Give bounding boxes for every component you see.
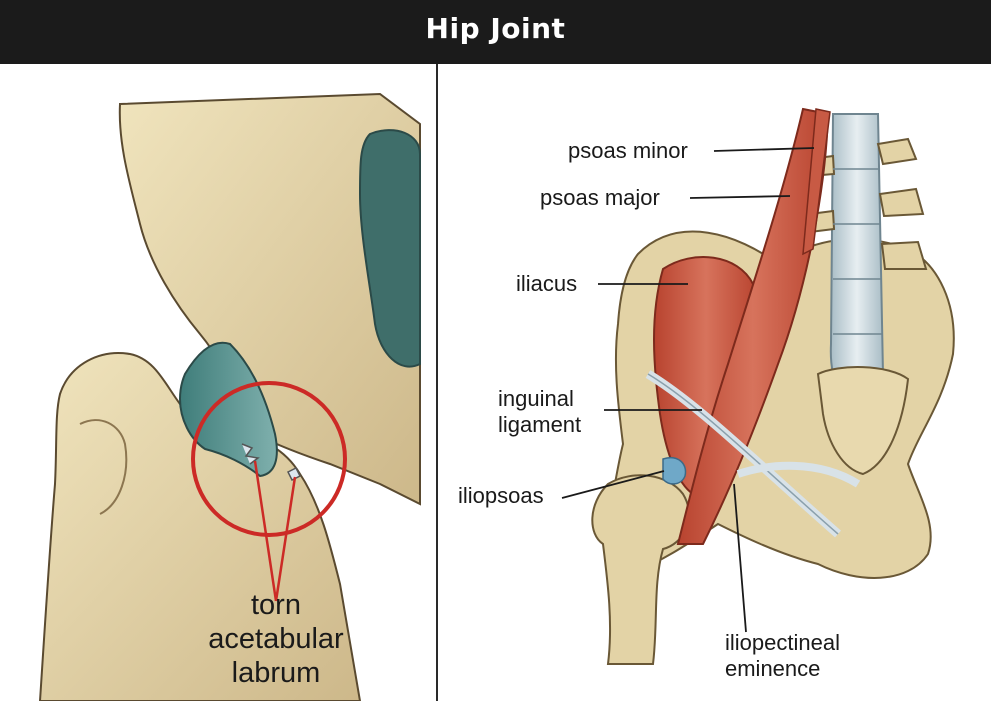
label-line-2: acetabular [208, 623, 344, 655]
left-illustration [38, 92, 421, 701]
leader-iliopsoas [561, 470, 665, 499]
labrum-tear [241, 443, 260, 465]
label-psoas-major: psoas major [540, 185, 660, 210]
psoas-minor-muscle [802, 108, 831, 256]
pelvis-bone [118, 92, 421, 506]
label-iliopectineal-eminence: iliopectineal eminence [725, 630, 840, 682]
right-illustration [561, 107, 955, 665]
label-inguinal-line-2: ligament [498, 412, 582, 437]
label-iliopsoas: iliopsoas [458, 483, 544, 508]
label-line-1: torn [251, 589, 301, 621]
sacrum [816, 366, 910, 476]
femur [591, 474, 690, 665]
page-title: Hip Joint [425, 12, 566, 45]
label-torn-acetabular-labrum: torn acetabular labrum [196, 588, 356, 690]
label-iliopectineal-line-1: iliopectineal [725, 630, 840, 655]
psoas-major-muscle [676, 107, 830, 545]
panel-divider [436, 64, 438, 701]
label-inguinal-line-1: inguinal [498, 386, 574, 411]
highlight-circle [191, 381, 347, 537]
femur-bone [38, 352, 362, 701]
label-line-3: labrum [231, 657, 321, 689]
iliopsoas-bursa [662, 457, 687, 485]
title-bar [0, 0, 991, 64]
acetabular-labrum [178, 341, 278, 478]
label-inguinal-ligament: inguinal ligament [498, 386, 581, 438]
label-psoas-minor: psoas minor [568, 138, 688, 163]
label-iliacus: iliacus [516, 271, 578, 296]
label-iliopectineal-line-2: eminence [725, 656, 821, 681]
leader-iliopectineal-eminence [733, 483, 747, 633]
leader-psoas-major [689, 195, 791, 199]
acetabulum-cartilage [358, 129, 421, 368]
leader-psoas-minor [713, 147, 815, 152]
lumbar-spine [829, 113, 885, 399]
